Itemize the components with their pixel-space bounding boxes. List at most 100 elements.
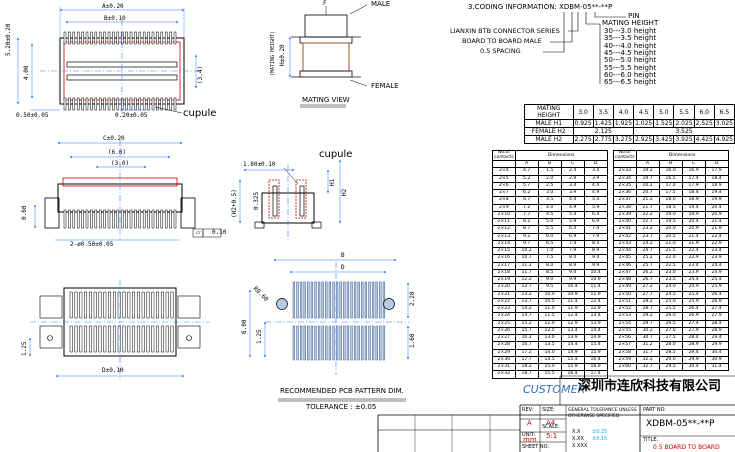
pin [146,291,150,319]
rev-label: REV: [522,407,534,413]
table-cell: 10.5 [537,297,562,307]
column-header: C [560,159,585,169]
table-cell: 17.5 [658,188,683,198]
pcb-pad [361,281,364,319]
table-cell: 29.9 [704,341,729,350]
pin [84,325,88,353]
cupule-label-2: cupule [319,149,353,160]
pin [90,97,93,111]
cupule-label-1: cupule [183,108,217,119]
table-cell: 2×49 [613,283,637,292]
table-cell: 10.2 [514,246,539,256]
pcb-pad [368,281,371,319]
table-cell: 29.4 [704,333,729,343]
height-option: 30---3.0 height [604,27,657,35]
pin [112,31,115,45]
pin [103,325,107,353]
pin [90,209,93,229]
tol3-label: X.XXX [572,443,588,449]
pin [147,31,150,45]
pin [63,31,67,45]
table-cell: 18.4 [681,188,706,198]
pcb-pad [357,325,360,361]
table-cell: 24.4 [704,261,729,270]
table-cell: 2×38 [613,203,637,212]
table-cell: 20.4 [681,217,706,227]
pin [98,325,102,353]
mating-head-cell: 6.5 [713,104,735,120]
mating-view [288,4,368,108]
pin [112,291,116,319]
pin [132,325,136,353]
pcb-pad [346,325,350,361]
table-cell: 5.7 [514,181,539,191]
coding-pin: PIN [628,12,640,20]
male-h1-cell: 1.025 [633,119,655,128]
pin [93,291,97,319]
dim-side-h: (H2+0.5) [231,189,238,218]
pin [72,209,76,229]
pcb-pad [292,325,296,361]
table-cell: 22.2 [635,210,660,220]
male-h2-cell: 3.925 [673,135,695,144]
dim-060: 0.60 [21,205,28,220]
dim-b: B±0.10 [104,15,126,22]
table-cell: 2×17 [492,261,516,270]
height-option: 35---3.5 height [604,34,657,43]
table-cell: 2.0 [537,174,562,183]
male-h2-cell: 3.425 [653,135,675,144]
pcb-pad [321,325,324,361]
table-cell: 28.2 [635,297,660,307]
table-cell: 27.9 [704,312,729,321]
column-header: B [537,159,562,169]
tol2-label: X.XX [572,436,584,442]
table-cell: 2×56 [613,333,637,343]
table-cell: 2×16 [492,254,516,263]
pcb-pad [314,325,317,361]
table-cell: 31.7 [635,348,660,357]
table-cell: 4.9 [583,188,608,198]
contacts-header: No.of contacts [613,150,637,161]
pin [160,31,164,45]
table-cell: 31.2 [635,341,660,350]
pin [72,31,76,45]
table-cell: 20.4 [704,203,729,212]
height-option: 60---6.0 height [604,70,657,79]
pin [151,97,155,111]
table-cell: 5.9 [583,203,608,212]
table-cell: 10.4 [560,283,585,292]
table-cell: 4.7 [514,167,539,176]
table-cell: 26.9 [681,312,706,321]
table-cell: 30.4 [704,348,729,357]
table-cell: 2×28 [492,341,516,350]
table-cell: 18.5 [658,203,683,212]
dim-d: D±0.10 [102,367,124,374]
table-cell: 6.4 [560,225,585,234]
pcb-pad [296,281,299,319]
table-cell: 22.7 [635,217,660,227]
table-cell: 30.9 [704,355,729,365]
dim-side-w: 1.80±0.10 [243,161,276,168]
table-cell: 18.2 [514,362,539,372]
table-cell: 11.5 [537,312,562,321]
table-cell: 19.9 [704,196,729,205]
mating-view-title: MATING VIEW [302,96,350,104]
table-cell: 27.9 [681,326,706,336]
table-cell: 19.9 [681,210,706,220]
pin [117,291,121,319]
pcb-pad [346,281,350,319]
table-cell: 11.4 [583,283,608,292]
male-h2-cell: 2.775 [592,135,614,144]
column-header: D [704,159,729,169]
company-name: 深圳市连欣科技有限公司 [578,379,722,394]
